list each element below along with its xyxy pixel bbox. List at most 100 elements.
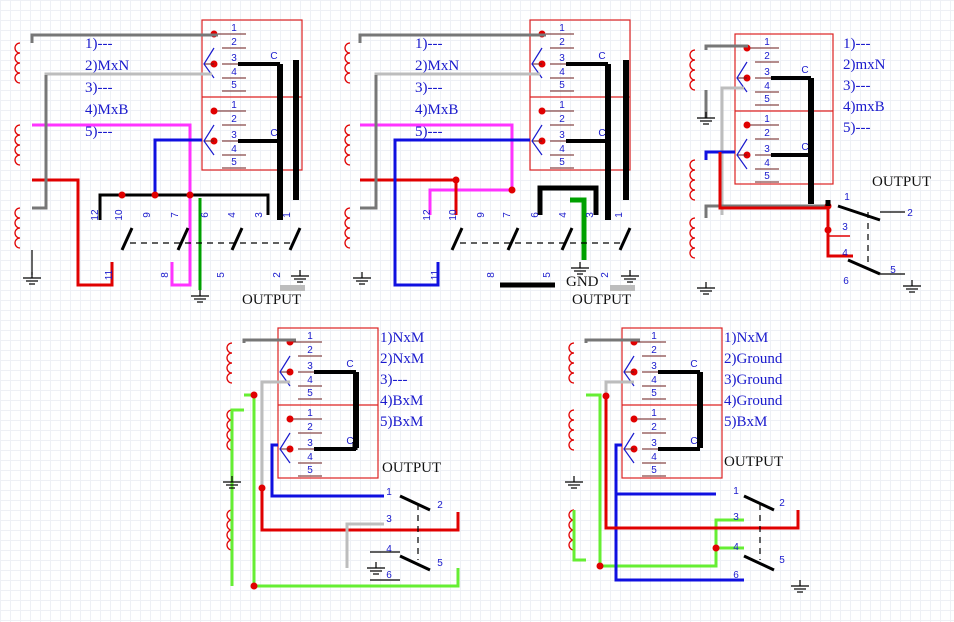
selector-frame xyxy=(529,19,631,171)
red-wire xyxy=(604,396,800,530)
junction-dot xyxy=(508,186,516,194)
switch-blade xyxy=(560,227,574,251)
pin-number: 4 xyxy=(307,452,313,463)
switch-pin-number: 12 xyxy=(422,209,433,221)
blue-wire xyxy=(614,443,744,582)
lightgray-wire xyxy=(345,522,384,568)
common-label: C xyxy=(690,436,697,447)
wiper xyxy=(531,124,543,156)
lightgray-wire xyxy=(260,380,290,488)
switch-pin-number: 6 xyxy=(530,212,541,218)
switch-pin-number: 1 xyxy=(844,192,850,203)
selector-position-label: 1)NxM xyxy=(724,330,768,346)
selector-position-label: 1)--- xyxy=(415,36,442,52)
pin-number: 3 xyxy=(764,144,770,155)
pin-number: 4 xyxy=(764,158,770,169)
pin-number: 4 xyxy=(764,81,770,92)
selector-position-label: 3)--- xyxy=(85,80,112,96)
blue-wire xyxy=(270,443,384,498)
pin-number: 2 xyxy=(307,422,313,433)
selector-position-label: 5)--- xyxy=(85,124,112,140)
selector-contact-dot xyxy=(210,107,218,115)
selector-position-label: 2)mxN xyxy=(843,57,886,73)
switch-pin-number: 11 xyxy=(104,269,115,280)
pin-number: 3 xyxy=(231,130,237,141)
switch-pin-number: 2 xyxy=(272,272,283,278)
switch-blade xyxy=(743,554,775,572)
selector-position-label: 3)--- xyxy=(415,80,442,96)
junction-dot xyxy=(118,191,126,199)
red-wire xyxy=(360,178,458,215)
wiper xyxy=(623,432,635,464)
gnd-label: GND xyxy=(566,274,599,290)
switch-pin-number: 4 xyxy=(227,212,238,218)
switch-pin-number: 3 xyxy=(733,512,739,523)
switch-pin-number: 8 xyxy=(160,272,171,278)
gray-wire xyxy=(32,75,48,210)
pin-number: 1 xyxy=(764,114,770,125)
selector-position-label: 2)MxN xyxy=(415,58,459,74)
selector-position-label: 4)BxM xyxy=(380,393,423,409)
pin-number: 1 xyxy=(231,100,237,111)
pin-number: 1 xyxy=(307,331,313,342)
switch-pin-number: 6 xyxy=(733,570,739,581)
switch-pin-number: 10 xyxy=(114,209,125,221)
selector-position-label: 4)MxB xyxy=(415,102,458,118)
pin-number: 1 xyxy=(231,23,237,34)
pin-number: 4 xyxy=(231,67,237,78)
pin-number: 4 xyxy=(559,67,565,78)
switch-pin-number: 7 xyxy=(170,212,181,218)
common-label: C xyxy=(598,51,605,62)
switch-pin-number: 1 xyxy=(386,487,392,498)
pin-number: 4 xyxy=(231,144,237,155)
lime-wire xyxy=(230,408,244,586)
diagram-4: 12345C12345C1)NxM2)NxM3)---4)BxM5)BxMOUT… xyxy=(223,327,460,590)
wiper xyxy=(279,432,291,464)
gray-wire xyxy=(360,75,378,210)
common-label: C xyxy=(801,142,808,153)
pin-number: 4 xyxy=(559,144,565,155)
pin-number: 5 xyxy=(764,171,770,182)
pin-number: 2 xyxy=(651,422,657,433)
gray-wire xyxy=(704,44,748,50)
selector-frame xyxy=(277,327,379,479)
pin-number: 5 xyxy=(231,157,237,168)
pin-number: 5 xyxy=(651,465,657,476)
selector-position-label: 3)Ground xyxy=(724,372,783,388)
output-label: OUTPUT xyxy=(724,454,783,470)
pickup-coil xyxy=(689,217,696,259)
black-wire xyxy=(537,185,599,215)
selector-position-label: 1)--- xyxy=(85,36,112,52)
switch-pin-number: 4 xyxy=(842,248,848,259)
switch-pin-number: 6 xyxy=(843,276,849,287)
selector-position-label: 5)--- xyxy=(843,120,870,136)
lightgray-wire xyxy=(604,380,634,396)
pickup-coil xyxy=(226,342,233,384)
pickup-coil xyxy=(344,207,351,249)
pin-number: 1 xyxy=(764,37,770,48)
pin-number: 4 xyxy=(307,375,313,386)
switch-pin-number: 5 xyxy=(779,555,785,566)
switch-pin-number: 3 xyxy=(386,514,392,525)
pin-number: 5 xyxy=(559,157,565,168)
selector-position-label: 3)--- xyxy=(380,372,407,388)
selector-frame xyxy=(201,19,303,171)
pin-number: 5 xyxy=(307,388,313,399)
switch-pin-number: 10 xyxy=(448,209,459,221)
pickup-coil xyxy=(568,409,575,451)
switch-pin-number: 7 xyxy=(502,212,513,218)
red-wire xyxy=(260,488,460,532)
pin-number: 3 xyxy=(231,53,237,64)
switch-pin-number: 3 xyxy=(585,212,596,218)
black-wire xyxy=(98,193,270,220)
blue-wire xyxy=(153,138,202,195)
switch-pin-number: 11 xyxy=(430,269,441,280)
green-wire xyxy=(570,197,587,260)
lightgray-wire xyxy=(44,72,212,105)
pin-number: 3 xyxy=(559,53,565,64)
junction-dot xyxy=(186,191,194,199)
selector-position-label: 2)NxM xyxy=(380,351,424,367)
pickup-coil xyxy=(689,159,696,201)
gray-wire xyxy=(242,338,296,343)
